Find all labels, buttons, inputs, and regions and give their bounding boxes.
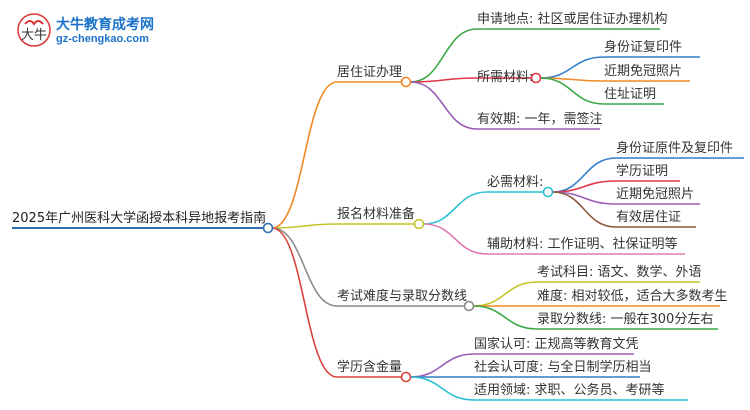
root-topic[interactable]: 2025年广州医科大学函授本科异地报考指南 (12, 211, 267, 226)
logo-name: 大牛教育成考网 (56, 17, 154, 33)
link-leaf-0-1-0 (540, 56, 605, 79)
link-leaf-0-1-2 (540, 77, 605, 105)
site-logo[interactable]: 大牛 大牛教育成考网 gz-chengkao.com (16, 12, 166, 52)
node-exam-subjects[interactable]: 考试科目: 语文、数学、外语 (537, 265, 702, 280)
leaf-id-copy[interactable]: 身份证复印件 (604, 40, 683, 55)
link-branch-0-child-1 (410, 77, 478, 83)
link-branch-0-child-2 (410, 81, 478, 130)
node-essential-materials[interactable]: 必需材料: (487, 175, 544, 190)
branch-label-materials[interactable]: 报名材料准备 (337, 207, 416, 222)
leaf-residence-permit[interactable]: 有效居住证 (616, 210, 682, 225)
node-validity[interactable]: 有效期: 一年，需签注 (477, 112, 603, 127)
branch-node-circle-1[interactable] (413, 218, 425, 230)
node-applicable-fields[interactable]: 适用领域: 求职、公务员、考研等 (474, 383, 665, 398)
svg-text:大牛: 大牛 (21, 28, 47, 43)
branch-label-degree-value[interactable]: 学历含金量 (337, 360, 403, 375)
leaf-photo[interactable]: 近期免冠照片 (604, 64, 683, 79)
node-auxiliary-materials[interactable]: 辅助材料: 工作证明、社保证明等 (487, 237, 678, 252)
link-root-to-branch-1 (271, 223, 338, 229)
node-score-line[interactable]: 录取分数线: 一般在300分左右 (537, 312, 714, 327)
leaf-photo-2[interactable]: 近期免冠照片 (616, 187, 695, 202)
link-root-to-branch-3 (271, 227, 338, 378)
branch-node-circle-2[interactable] (463, 300, 475, 312)
logo-url: gz-chengkao.com (56, 33, 149, 45)
node-difficulty[interactable]: 难度: 相对较低，适合大多数考生 (537, 289, 728, 304)
bull-logo-icon: 大牛 (17, 13, 51, 47)
link-root-to-branch-0 (271, 81, 338, 229)
leaf-id-original-copy[interactable]: 身份证原件及复印件 (616, 141, 734, 156)
link-branch-3-child-2 (410, 376, 475, 401)
link-root-to-branch-2 (271, 227, 338, 307)
branch-label-residence-permit[interactable]: 居住证办理 (337, 65, 403, 80)
link-branch-1-child-0 (423, 191, 488, 225)
materials-node-circle[interactable] (530, 72, 542, 84)
link-branch-2-child-2 (473, 305, 538, 330)
branch-label-exam-score[interactable]: 考试难度与录取分数线 (337, 289, 468, 304)
root-node-circle[interactable] (262, 222, 274, 234)
leaf-education-proof[interactable]: 学历证明 (616, 164, 669, 179)
node-social-recognition[interactable]: 社会认可度: 与全日制学历相当 (474, 360, 652, 375)
node-required-materials[interactable]: 所需材料: (477, 70, 534, 85)
essential-materials-node-circle[interactable] (542, 186, 554, 198)
branch-node-circle-3[interactable] (400, 371, 412, 383)
branch-node-circle-0[interactable] (400, 76, 412, 88)
link-branch-2-child-0 (473, 281, 538, 307)
link-branch-3-child-0 (410, 353, 475, 378)
leaf-address-proof[interactable]: 住址证明 (604, 87, 657, 102)
link-branch-1-child-1 (423, 223, 488, 255)
node-apply-location[interactable]: 申请地点: 社区或居住证办理机构 (477, 12, 668, 27)
link-leaf-1-0-3 (552, 191, 617, 228)
node-national-recognition[interactable]: 国家认可: 正规高等教育文凭 (474, 337, 639, 352)
link-branch-0-child-0 (410, 28, 478, 83)
